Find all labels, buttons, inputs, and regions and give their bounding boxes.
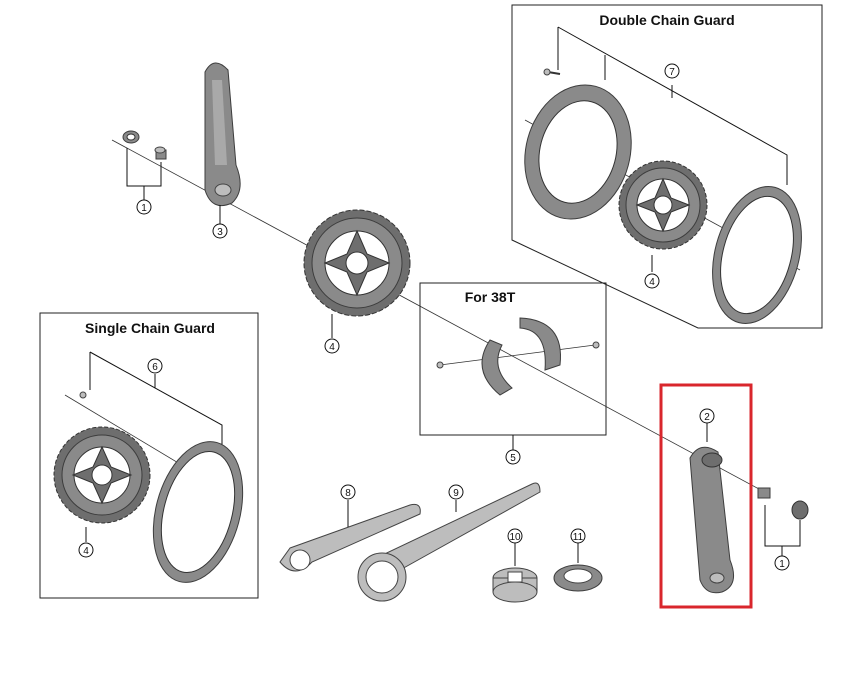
callout-4-double-label: 4 bbox=[649, 277, 655, 288]
double-chain-guard-title: Double Chain Guard bbox=[599, 12, 734, 28]
callout-6: 6 bbox=[147, 358, 163, 374]
callout-4-center-label: 4 bbox=[329, 342, 335, 353]
callout-4-single: 4 bbox=[78, 527, 94, 558]
callout-3-label: 3 bbox=[217, 227, 223, 238]
double-chain-guard-box: Double Chain Guard bbox=[511, 4, 823, 329]
callout-4-center: 4 bbox=[324, 314, 340, 354]
for-38t-title: For 38T bbox=[465, 289, 516, 305]
chainring-bolt-double bbox=[543, 68, 561, 76]
highlight-box bbox=[659, 383, 753, 609]
spacer-left bbox=[481, 339, 513, 396]
bottom-bracket-wrench-tool bbox=[357, 482, 541, 602]
spacer-right bbox=[519, 317, 561, 371]
callout-8-label: 8 bbox=[345, 488, 351, 499]
single-chain-guard-title: Single Chain Guard bbox=[85, 320, 215, 336]
callout-11-label: 11 bbox=[573, 532, 584, 543]
callout-7: 7 bbox=[664, 63, 680, 79]
callout-4-double: 4 bbox=[644, 255, 660, 289]
chainring-double bbox=[618, 160, 708, 250]
callout-11: 11 bbox=[570, 528, 586, 544]
right-crank-arm[interactable] bbox=[689, 423, 735, 594]
hook-spanner-tool bbox=[279, 500, 421, 572]
single-chain-guard-box: Single Chain Guard bbox=[39, 312, 259, 599]
callout-4-single-label: 4 bbox=[83, 546, 89, 557]
chainring-single bbox=[53, 426, 151, 524]
callout-2: 2 bbox=[699, 408, 715, 424]
callout-1-top-label: 1 bbox=[141, 203, 147, 214]
chainring-bolt-single bbox=[79, 391, 87, 399]
callout-3: 3 bbox=[212, 205, 228, 239]
callout-1-right-label: 1 bbox=[779, 559, 785, 570]
inner-chain-guard-ring bbox=[524, 84, 632, 220]
for-38t-box: For 38T bbox=[419, 282, 607, 450]
callout-8: 8 bbox=[340, 484, 356, 500]
single-outer-chain-guard bbox=[152, 441, 244, 583]
callout-5: 5 bbox=[505, 449, 521, 465]
lockring-tool bbox=[553, 543, 603, 592]
left-crank-arm bbox=[204, 62, 241, 207]
callout-1-top: 1 bbox=[136, 199, 152, 215]
callout-2-label: 2 bbox=[704, 412, 710, 423]
callout-1-right: 1 bbox=[774, 555, 790, 571]
callout-10: 10 bbox=[507, 528, 523, 544]
callout-6-label: 6 bbox=[152, 362, 158, 373]
fixing-bolts-top bbox=[122, 130, 167, 200]
callout-9: 9 bbox=[448, 484, 464, 500]
callout-5-label: 5 bbox=[510, 453, 516, 464]
callout-10-label: 10 bbox=[509, 532, 521, 543]
bb-adapter-tool bbox=[492, 543, 538, 603]
outer-chain-guard bbox=[712, 186, 802, 324]
fixing-bolts-right bbox=[757, 487, 809, 556]
callout-9-label: 9 bbox=[453, 488, 459, 499]
callout-7-label: 7 bbox=[669, 67, 675, 78]
chainring-center bbox=[303, 209, 411, 317]
